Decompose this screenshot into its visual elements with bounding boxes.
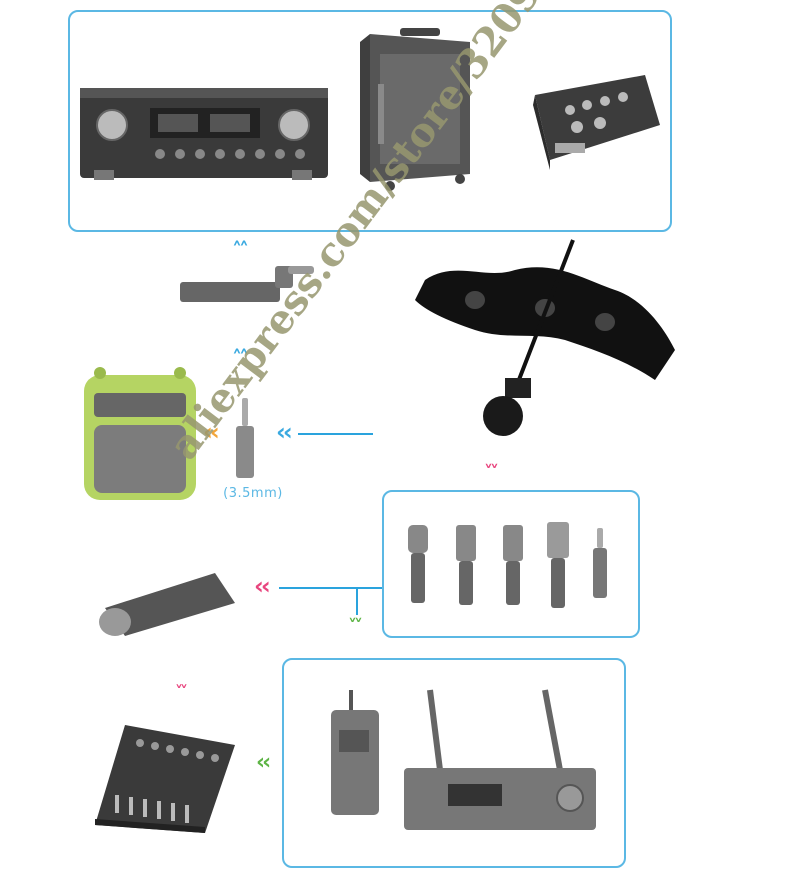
top-equipment-frame [68, 10, 672, 232]
connector-size-label: (3.5mm) [223, 486, 283, 501]
connectors-frame [382, 490, 640, 638]
audio-mixer-image [95, 725, 235, 833]
up-arrow-lower: ˄˄ [232, 346, 249, 370]
connector-ta4f-image [456, 525, 476, 605]
down-arrow-green: ˅˅ [348, 616, 363, 637]
mic-to-connector-line [298, 433, 373, 435]
portable-speaker-image [84, 367, 196, 500]
up-arrow-upper: ˄˄ [232, 238, 249, 262]
xlr-connector-image [99, 573, 235, 636]
left-arrow-blue: ‹‹ [276, 418, 293, 446]
down-arrow-pink: ˅˅ [484, 462, 499, 483]
lavalier-microphone-image [415, 239, 675, 436]
down-arrow-pink-mixer: ˅˅ [175, 682, 188, 701]
connector-branch-line-v [356, 587, 358, 615]
audio-interface-image [533, 75, 660, 170]
amplifier-image [80, 88, 328, 180]
left-arrow-pink: ‹‹ [254, 572, 271, 600]
jack-adapter-image [180, 266, 314, 302]
bodypack-transmitter-image [331, 690, 379, 815]
speaker-cabinet-image [360, 28, 470, 191]
wireless-system-frame [282, 658, 626, 868]
left-arrow-green: ‹‹ [256, 750, 271, 775]
connector-3-5mm-locking-image [593, 528, 607, 598]
connector-ta3f-image [503, 525, 523, 605]
connector-mini-xlr-4pin-image [408, 525, 428, 603]
3-5mm-connector-image [236, 398, 254, 478]
connector-branch-line-h [279, 587, 382, 589]
wireless-receiver-image [404, 689, 596, 830]
left-arrow-orange: ‹‹ [203, 418, 220, 446]
connector-hirose-image [547, 522, 569, 608]
